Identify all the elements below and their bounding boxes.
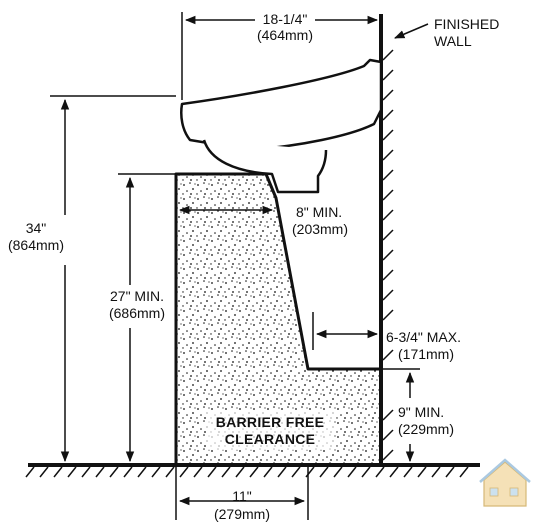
rim-height-metric: (864mm): [8, 237, 64, 253]
knee-clearance-label: 27" MIN.: [110, 288, 164, 304]
toe-recess-label: 6-3/4" MAX.: [386, 329, 461, 345]
rim-height-label: 34": [26, 220, 47, 236]
toe-height-label: 9" MIN.: [398, 404, 444, 420]
toe-recess-metric: (171mm): [398, 346, 454, 362]
sink-basin: [202, 139, 328, 194]
clearance-area-line-1: BARRIER FREE: [216, 414, 325, 430]
floor: [25, 463, 480, 478]
clearance-zone: [174, 172, 383, 467]
clearance-area-label: BARRIER FREE CLEARANCE: [206, 412, 334, 450]
floor-hatching: [25, 466, 469, 478]
dimensions: [50, 12, 429, 520]
finished-wall-label-2: WALL: [434, 33, 472, 49]
knee-depth-metric: (203mm): [292, 221, 348, 237]
sink: [180, 58, 383, 194]
knee-depth-label: 8" MIN.: [296, 204, 342, 220]
sink-width-metric: (464mm): [257, 27, 313, 43]
house-watermark-icon: [479, 458, 531, 507]
finished-wall: [379, 14, 394, 466]
clearance-area-line-2: CLEARANCE: [225, 431, 316, 447]
knee-clearance-metric: (686mm): [109, 305, 165, 321]
finished-wall-label: FINISHED: [434, 16, 499, 32]
floor-depth-metric: (279mm): [214, 506, 270, 522]
toe-height-metric: (229mm): [398, 421, 454, 437]
wall-hatching: [382, 49, 394, 461]
floor-depth-label: 11": [232, 488, 252, 504]
sink-width-label: 18-1/4": [263, 11, 308, 27]
sink-bowl: [180, 58, 383, 152]
dimension-labels: 18-1/4" (464mm) FINISHED WALL 34" (864mm…: [8, 11, 499, 522]
